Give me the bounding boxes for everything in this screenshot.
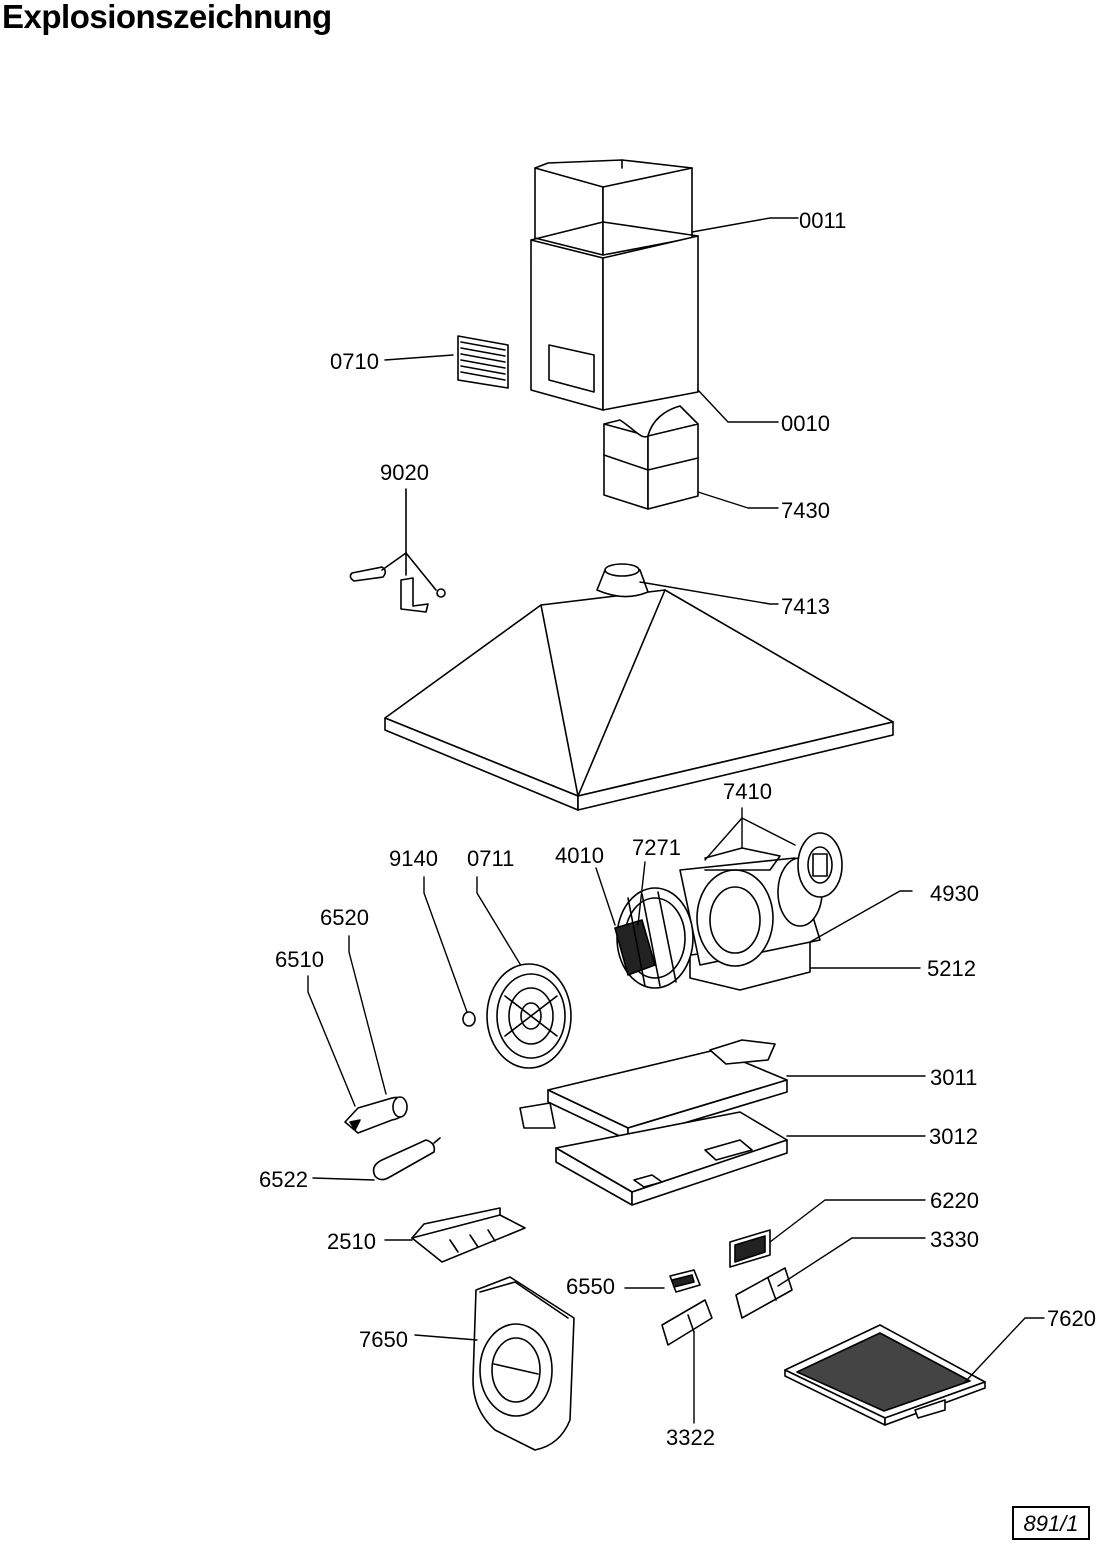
label-3012: 3012 — [929, 1124, 978, 1149]
label-7410: 7410 — [723, 779, 772, 804]
label-3330: 3330 — [930, 1227, 979, 1252]
control-frame-part — [519, 1039, 788, 1141]
label-4010: 4010 — [555, 843, 604, 868]
lamp-socket-part — [344, 1096, 408, 1134]
label-6510: 6510 — [275, 947, 324, 972]
fan-wheel-part — [486, 963, 572, 1069]
label-5212: 5212 — [927, 956, 976, 981]
label-7271: 7271 — [632, 835, 681, 860]
blower-assembly-part — [614, 832, 843, 991]
label-9140: 9140 — [389, 846, 438, 871]
label-7650: 7650 — [359, 1327, 408, 1352]
lamp-part — [372, 1137, 441, 1181]
label-4930: 4930 — [930, 881, 979, 906]
label-0011: 0011 — [799, 208, 846, 233]
chimney-upper-part — [534, 159, 693, 256]
button-part — [669, 1269, 701, 1293]
leader-lines — [307, 217, 1045, 1424]
lamp-cover-part — [411, 1207, 526, 1263]
label-0710: 0710 — [330, 349, 379, 374]
label-7413: 7413 — [781, 594, 830, 619]
label-3011: 3011 — [930, 1065, 977, 1090]
label-6220: 6220 — [930, 1188, 979, 1213]
label-6522: 6522 — [259, 1167, 308, 1192]
label-9020: 9020 — [380, 460, 429, 485]
cap-part — [462, 1011, 476, 1027]
label-3322: 3322 — [666, 1425, 715, 1450]
page-title: Explosionszeichnung — [2, 0, 332, 35]
cover-part — [555, 1111, 788, 1206]
knob-part — [735, 1267, 793, 1319]
knob-small-part — [661, 1299, 713, 1346]
label-7430: 7430 — [781, 498, 830, 523]
grille-part — [457, 335, 509, 389]
label-6520: 6520 — [320, 905, 369, 930]
page-code: 891/1 — [1023, 1511, 1079, 1536]
grease-filter-part — [784, 1324, 986, 1426]
label-2510: 2510 — [327, 1229, 376, 1254]
adapter-part — [603, 405, 699, 510]
chimney-lower-part — [530, 221, 699, 411]
label-0010: 0010 — [781, 411, 830, 436]
hood-canopy-part — [384, 563, 894, 811]
part-labels: 0011 0010 0710 7430 9020 7413 7410 9140 … — [259, 208, 1096, 1450]
bracket-set-part — [349, 488, 446, 613]
label-7620: 7620 — [1047, 1306, 1096, 1331]
page-code-box: 891/1 — [1012, 1506, 1090, 1540]
label-0711: 0711 — [467, 846, 514, 871]
label-6550: 6550 — [566, 1274, 615, 1299]
housing-part — [472, 1276, 575, 1451]
switch-part — [729, 1229, 771, 1268]
